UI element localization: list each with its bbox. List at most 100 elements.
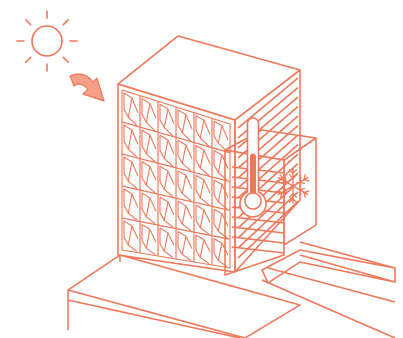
shading-cell [176,229,194,262]
shading-fin-edge [204,210,210,223]
shading-cell [158,225,176,259]
shading-cell [194,172,212,206]
shading-fin [124,221,132,245]
shading-fin [196,175,204,197]
shading-cell [122,186,140,222]
shading-fin-edge [222,126,228,140]
shading-fin-edge [128,245,137,251]
shading-fin [214,209,222,231]
shading-fin-edge [150,135,156,149]
shading-fin [178,232,186,255]
heat-arrow-shape [70,74,104,101]
shading-fin-edge [204,240,210,252]
shading-cell [212,206,230,239]
shading-fin [196,205,204,227]
shading-cell [194,202,212,235]
snowflake-branch [277,180,282,181]
shading-fin [160,104,168,127]
shading-fin-edge [164,251,173,257]
shading-fin-edge [186,175,192,188]
heat-arrow-icon [70,74,104,101]
shading-fin-edge [132,98,138,113]
shading-fin [196,235,204,257]
sun-disc [32,26,62,56]
shading-fin-edge [186,206,192,219]
shading-cell [122,122,140,159]
shading-fin [142,193,150,217]
shading-fin [160,197,168,220]
sun-ray [26,57,31,62]
shading-cell [176,198,194,232]
shading-fin [214,239,222,261]
shading-cell [140,127,158,163]
shading-fin [160,228,168,251]
shading-fin-edge [186,145,192,159]
shading-fin [214,121,222,143]
snowflake-branch [304,191,309,192]
shading-cell [140,190,158,225]
shading-fin [142,99,150,123]
thermometer-bulb [245,193,261,209]
shading-fin-edge [132,162,138,176]
shading-fin [178,201,186,224]
side-cladding-line [238,78,298,128]
shading-cell [194,113,212,148]
shading-fin-edge [186,236,192,248]
shading-cell [212,118,230,152]
shading-cell [122,90,140,127]
shading-fin-edge [204,180,210,193]
shading-fin-edge [150,104,156,119]
shading-fin [142,130,150,154]
shading-cell [194,232,212,265]
shading-fin-edge [146,248,155,254]
shading-fin [160,135,168,158]
shading-fin [178,140,186,163]
shading-cell [212,148,230,182]
shading-cell [140,159,158,195]
shading-fin [214,151,222,173]
shading-fin-edge [132,130,138,144]
shading-cell [158,132,176,168]
snowflake-branch [282,189,287,190]
sun-ray [63,20,68,25]
shading-fin-edge [204,120,210,134]
ground-terrace [68,242,395,338]
sun-ray [63,57,68,62]
shading-cell [176,168,194,202]
shading-fin-edge [200,258,209,264]
sun-icon [17,11,77,71]
shading-fin-edge [182,254,191,260]
sun-ray [26,20,31,25]
ground-line [268,268,395,302]
terrace-front-edge [68,300,240,338]
shading-fin-edge [168,202,174,215]
shading-cell [158,163,176,198]
shading-cell [140,96,158,133]
thermometer-level [250,154,256,199]
wing-roof [225,130,316,160]
shading-fin [142,225,150,249]
shading-fin-edge [186,115,192,129]
shading-fin-edge [168,171,174,185]
shading-fin [178,110,186,133]
shading-fin-edge [168,140,174,154]
shading-fin-edge [132,194,138,207]
shading-fin [142,162,150,186]
shading-fin [124,125,132,149]
shading-fin-edge [168,109,174,124]
shading-cell [158,194,176,228]
wing-cladding-line [232,247,284,253]
shading-fin [124,157,132,181]
shading-fin [196,116,204,138]
shading-cell [176,137,194,172]
shading-fin-edge [150,198,156,211]
shading-fin-edge [150,166,156,180]
shading-cell [176,107,194,143]
snowflake-branch [304,180,309,181]
shading-cell [122,154,140,190]
shading-cell [194,143,212,177]
shading-fin [124,189,132,213]
shading-fin [124,93,132,117]
